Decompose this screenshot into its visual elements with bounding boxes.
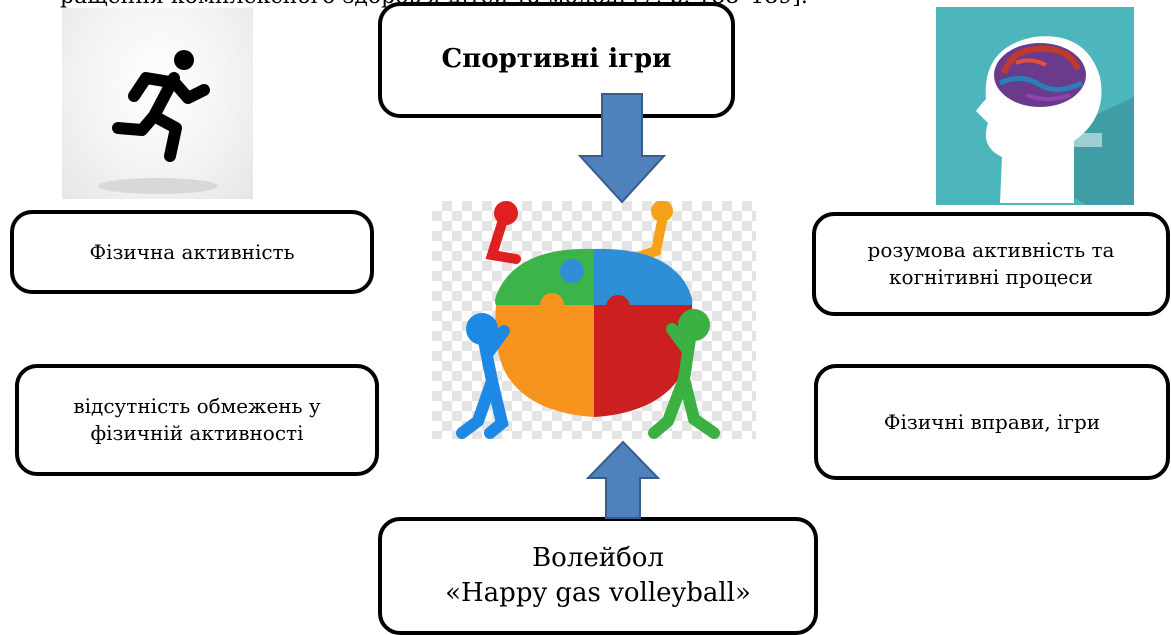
puzzle-people-icon (432, 200, 756, 439)
volleyball-line2: «Happy gas volleyball» (445, 578, 751, 608)
no-restrictions-line2: фізичній активності (90, 421, 304, 445)
physical-activity-text: Фізична активність (89, 239, 295, 264)
volleyball-line1: Волейбол (532, 542, 664, 573)
title-text: Спортивні ігри (441, 44, 672, 75)
no-restrictions-box: відсутність обмежень у фізичній активнос… (15, 364, 379, 476)
brain-head-icon (936, 7, 1134, 205)
mental-activity-line1: розумова активність та (867, 238, 1115, 262)
arrow-down-icon (578, 93, 666, 204)
mental-activity-box: розумова активність та когнітивні процес… (812, 212, 1170, 316)
running-person-icon (62, 8, 253, 199)
volleyball-box: Волейбол «Happy gas volleyball» (378, 517, 818, 635)
title-box: Спортивні ігри (378, 2, 735, 118)
arrow-up-icon (586, 440, 660, 519)
physical-activity-box: Фізична активність (10, 210, 374, 294)
mental-activity-line2: когнітивні процеси (889, 265, 1093, 289)
exercises-games-text: Фізичні вправи, ігри (883, 409, 1101, 434)
exercises-games-box: Фізичні вправи, ігри (814, 364, 1170, 480)
no-restrictions-line1: відсутність обмежень у (73, 394, 321, 418)
